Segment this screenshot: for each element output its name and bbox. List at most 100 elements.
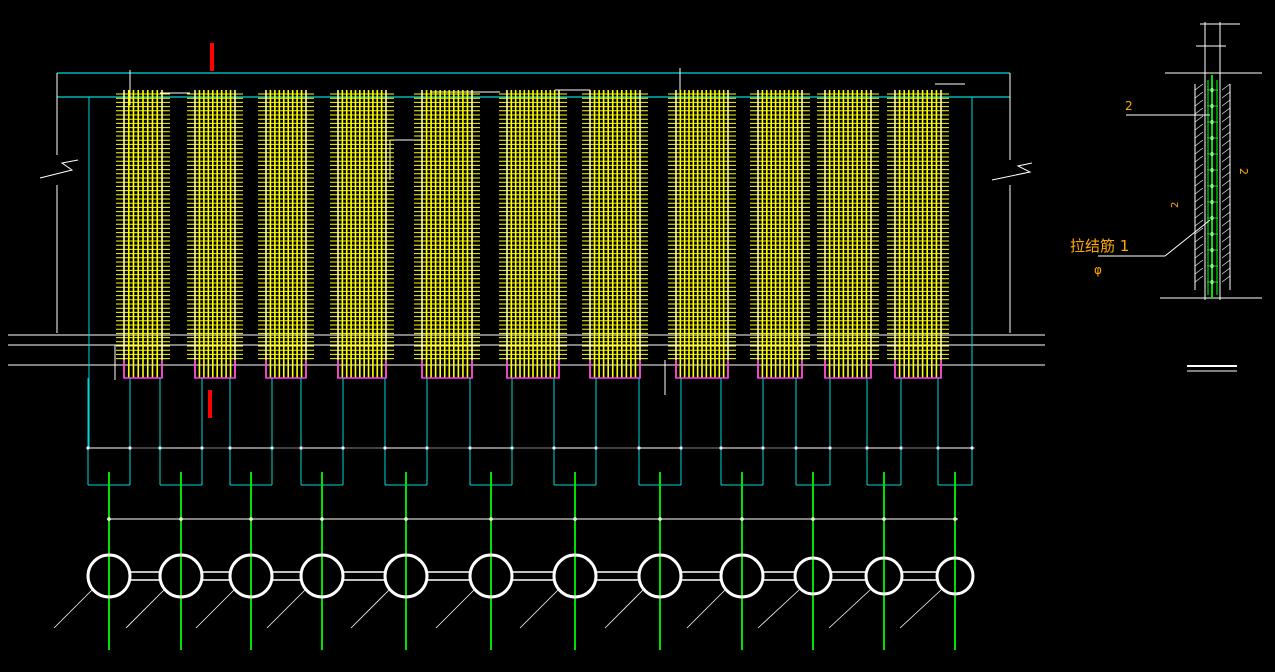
hatch bbox=[1221, 107, 1231, 115]
hatch bbox=[1221, 267, 1231, 275]
leader-diagonal bbox=[266, 589, 306, 629]
rebar-cage bbox=[499, 90, 567, 379]
pile-circle bbox=[793, 556, 833, 596]
break-symbol-left bbox=[39, 159, 79, 179]
pile-circle bbox=[86, 553, 132, 599]
rebar-cage bbox=[582, 90, 648, 379]
pile-plan-circle bbox=[828, 556, 937, 629]
rebar-cage bbox=[668, 90, 736, 379]
pile-plan-circle bbox=[519, 553, 639, 629]
hatch bbox=[1221, 203, 1231, 211]
hatch bbox=[1194, 227, 1204, 235]
hatch bbox=[1221, 211, 1231, 219]
pile-circle bbox=[719, 553, 765, 599]
hatch bbox=[1194, 211, 1204, 219]
pile-circle bbox=[864, 556, 904, 596]
section-mark-left: 2 bbox=[1125, 99, 1133, 113]
hoop-end-mark bbox=[265, 360, 307, 379]
hoop-end-mark bbox=[194, 360, 236, 379]
leader-tie-diagonal bbox=[1164, 219, 1211, 257]
section-cut-mark-top bbox=[210, 43, 214, 71]
break-symbol-right bbox=[991, 162, 1033, 181]
hatch bbox=[1194, 195, 1204, 203]
pile-plan-circle bbox=[350, 553, 470, 629]
pile-shaft bbox=[865, 378, 903, 650]
rebar-cage bbox=[187, 90, 243, 379]
pile-plan-circle bbox=[125, 553, 230, 629]
tie-bar-label: 拉结筋 1 bbox=[1070, 237, 1129, 255]
hatch bbox=[1194, 107, 1204, 115]
hatch bbox=[1221, 139, 1231, 147]
rebar-cage bbox=[887, 90, 949, 379]
hatch bbox=[1221, 123, 1231, 131]
rebar-cage bbox=[116, 90, 170, 379]
hatch bbox=[1194, 83, 1204, 91]
leader-diagonal bbox=[757, 589, 800, 629]
hatch bbox=[1194, 99, 1204, 107]
hatch bbox=[1194, 187, 1204, 195]
leader-diagonal bbox=[125, 589, 165, 629]
pile-circle bbox=[637, 553, 683, 599]
hatch bbox=[1221, 91, 1231, 99]
leader-diagonal bbox=[686, 589, 726, 629]
pile-circle bbox=[228, 553, 274, 599]
hatch bbox=[1221, 171, 1231, 179]
elevation-outline bbox=[8, 43, 1045, 447]
hatch bbox=[1221, 251, 1231, 259]
section-mark-mid: 2 bbox=[1170, 202, 1181, 208]
hatch bbox=[1194, 91, 1204, 99]
hatch bbox=[1221, 243, 1231, 251]
wall-section-detail bbox=[1098, 22, 1262, 372]
hatch bbox=[1194, 123, 1204, 131]
hatch bbox=[1221, 195, 1231, 203]
hatch bbox=[1194, 259, 1204, 267]
pile-plan-circle bbox=[757, 556, 866, 629]
pile-shaft bbox=[936, 378, 974, 650]
hatch bbox=[1194, 203, 1204, 211]
hatch bbox=[1194, 243, 1204, 251]
pile-circle bbox=[468, 553, 514, 599]
pile-plan-circle bbox=[435, 553, 554, 629]
pile-shaft bbox=[794, 378, 832, 650]
hatch bbox=[1221, 179, 1231, 187]
hatch bbox=[1221, 115, 1231, 123]
hatch bbox=[1221, 227, 1231, 235]
hoop-end-mark bbox=[123, 360, 163, 379]
hoop-end-mark bbox=[589, 360, 641, 379]
leader-diagonal bbox=[195, 589, 235, 629]
pile-shaft bbox=[637, 378, 683, 650]
rebar-cage bbox=[817, 90, 879, 379]
pile-shaft bbox=[299, 378, 345, 650]
hatch bbox=[1194, 171, 1204, 179]
hatch bbox=[1221, 259, 1231, 267]
pile-circle bbox=[383, 553, 429, 599]
rebar-cage bbox=[330, 90, 394, 379]
leader-diagonal bbox=[350, 589, 390, 629]
pile-circle bbox=[299, 553, 345, 599]
tie-bar-symbol: φ bbox=[1094, 263, 1102, 277]
hatch bbox=[1221, 275, 1231, 283]
section-cut-mark-bottom bbox=[208, 390, 212, 418]
pile-circle bbox=[158, 553, 204, 599]
hatch bbox=[1194, 267, 1204, 275]
leader-diagonal bbox=[53, 589, 93, 629]
pile-plan-circle bbox=[53, 553, 160, 629]
leader-diagonal bbox=[435, 589, 475, 629]
hoop-end-mark bbox=[675, 360, 729, 379]
pile-shaft bbox=[719, 378, 765, 650]
pile-shaft bbox=[552, 378, 598, 650]
pile-shaft bbox=[228, 378, 274, 650]
hatch bbox=[1194, 163, 1204, 171]
hoop-end-mark bbox=[506, 360, 560, 379]
hatch bbox=[1221, 235, 1231, 243]
hatch bbox=[1221, 131, 1231, 139]
hatch bbox=[1194, 219, 1204, 227]
hatch bbox=[1221, 99, 1231, 107]
pile-plan-circles bbox=[53, 553, 975, 629]
pile-circle bbox=[552, 553, 598, 599]
section-mark-right: 2 bbox=[1237, 168, 1250, 175]
hatch bbox=[1194, 155, 1204, 163]
hatch bbox=[1194, 139, 1204, 147]
rebar-cage bbox=[414, 90, 480, 379]
